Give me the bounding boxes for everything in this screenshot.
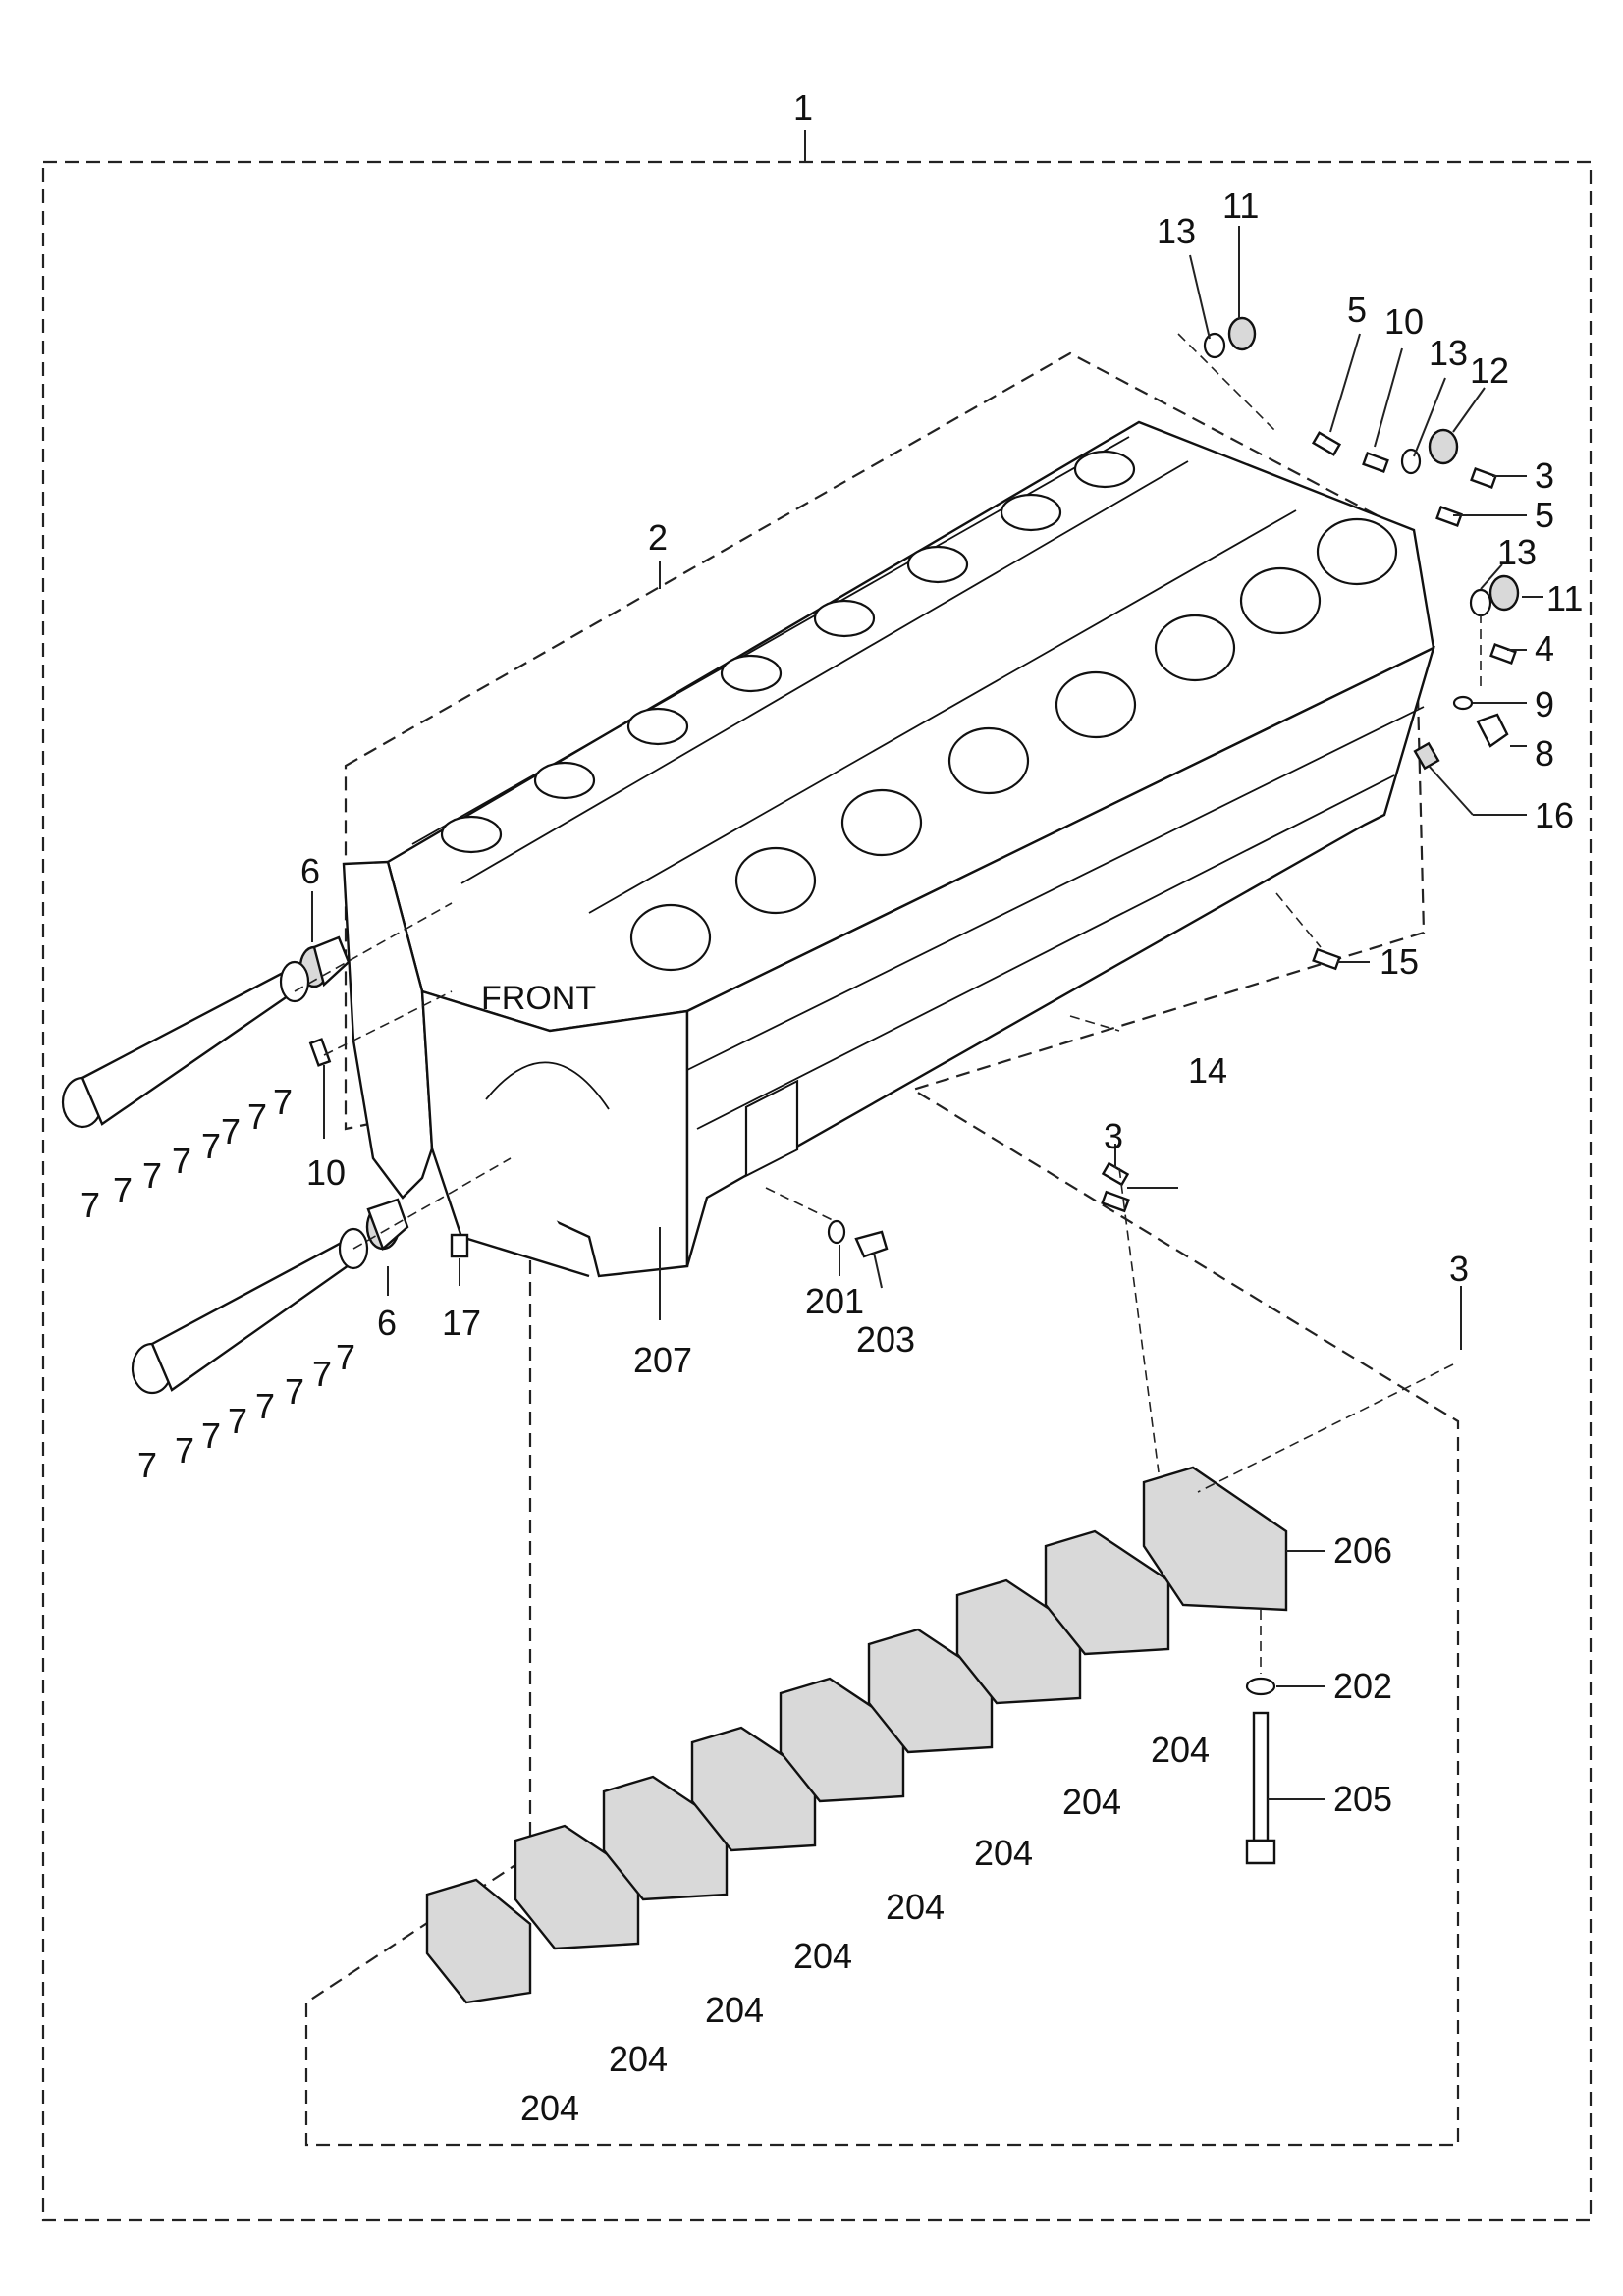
callout-204b: 204	[609, 2039, 668, 2079]
callout-17: 17	[442, 1303, 481, 1343]
camshaft-bush-set-upper	[61, 935, 351, 1129]
callout-13c: 13	[1497, 532, 1537, 572]
callout-207: 207	[633, 1340, 692, 1380]
callout-labels: 1 2 3 3 3 4 5 5 6 6 7 7 7 7 7 7 7 7 7 7 …	[81, 87, 1583, 2128]
block-subassembly-boundary	[304, 351, 1460, 2147]
callout-7o: 7	[312, 1354, 332, 1394]
callout-202: 202	[1333, 1666, 1392, 1706]
callout-203: 203	[856, 1319, 915, 1360]
callout-11a: 11	[1222, 186, 1259, 226]
callout-7e: 7	[201, 1126, 221, 1166]
callout-7a: 7	[81, 1185, 100, 1225]
callout-5b: 5	[1535, 495, 1554, 535]
callout-1: 1	[793, 87, 813, 128]
callout-205: 205	[1333, 1779, 1392, 1819]
callout-7j: 7	[175, 1430, 194, 1470]
callout-3c: 3	[1449, 1249, 1469, 1289]
assembly-1-boundary	[41, 160, 1593, 2222]
small-hardware	[308, 316, 1520, 1289]
callout-204f: 204	[974, 1833, 1033, 1873]
callout-7k: 7	[201, 1415, 221, 1456]
main-bearing-caps	[425, 1466, 1288, 2004]
callout-7h: 7	[273, 1082, 293, 1122]
callout-7l: 7	[228, 1401, 247, 1441]
callout-7g: 7	[247, 1096, 267, 1137]
callout-6a: 6	[300, 851, 320, 891]
callout-201: 201	[805, 1281, 864, 1321]
callout-204a: 204	[520, 2088, 579, 2128]
callout-7f: 7	[221, 1111, 241, 1151]
callout-10a: 10	[1384, 301, 1424, 342]
callout-7i: 7	[137, 1445, 157, 1485]
callout-10b: 10	[306, 1152, 346, 1193]
callout-9: 9	[1535, 684, 1554, 724]
callout-7d: 7	[172, 1141, 191, 1181]
callout-204e: 204	[886, 1887, 945, 1927]
camshaft-bush-set-lower	[131, 1198, 409, 1395]
callout-206: 206	[1333, 1530, 1392, 1571]
callout-6b: 6	[377, 1303, 397, 1343]
callout-13a: 13	[1157, 211, 1196, 251]
callout-3b: 3	[1104, 1116, 1123, 1156]
front-label: FRONT	[481, 980, 596, 1017]
callout-15: 15	[1380, 941, 1419, 982]
callout-12: 12	[1470, 350, 1509, 391]
cylinder-bores	[440, 450, 1398, 972]
callout-7n: 7	[285, 1371, 304, 1412]
callout-5a: 5	[1347, 290, 1367, 330]
callout-7b: 7	[113, 1170, 133, 1210]
callout-4: 4	[1535, 628, 1554, 668]
crankcase-windows	[744, 1079, 799, 1178]
callout-14: 14	[1188, 1050, 1227, 1091]
callout-8: 8	[1535, 733, 1554, 774]
callout-16: 16	[1535, 795, 1574, 835]
callout-13b: 13	[1429, 333, 1468, 373]
leader-lines	[294, 226, 1543, 1800]
callout-204h: 204	[1151, 1730, 1210, 1770]
callout-3a: 3	[1535, 455, 1554, 496]
callout-11b: 11	[1546, 578, 1583, 618]
callout-204d: 204	[793, 1936, 852, 1976]
callout-7p: 7	[336, 1337, 355, 1377]
callout-204g: 204	[1062, 1782, 1121, 1822]
callout-7m: 7	[255, 1386, 275, 1426]
callout-2: 2	[648, 517, 668, 558]
callout-204c: 204	[705, 1990, 764, 2030]
callout-7c: 7	[142, 1155, 162, 1196]
